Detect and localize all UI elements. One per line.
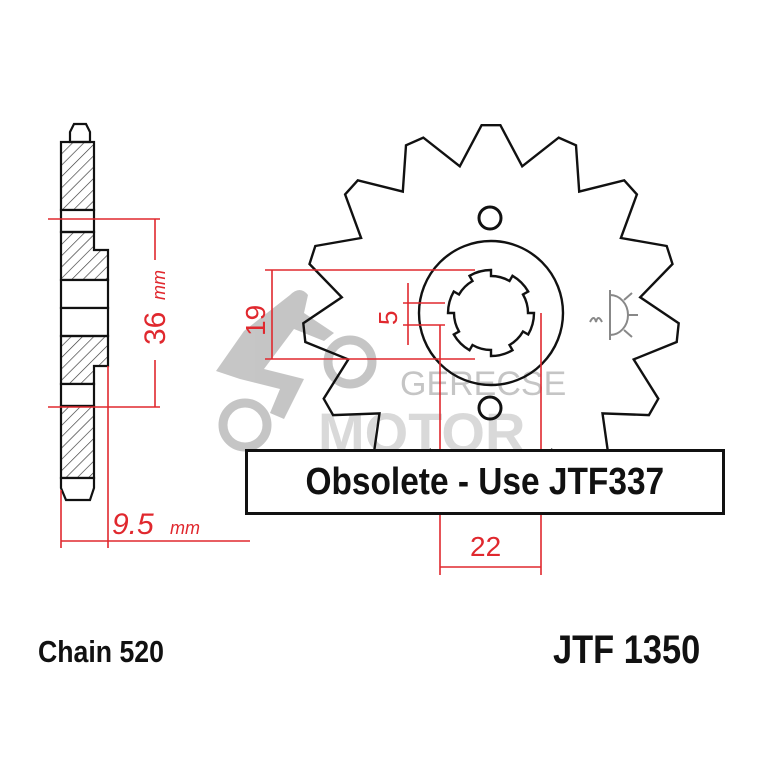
svg-text:19: 19 xyxy=(240,305,271,336)
svg-text:9.5: 9.5 xyxy=(112,508,154,541)
svg-text:5: 5 xyxy=(373,311,403,325)
bolt-hole-bottom xyxy=(477,395,503,421)
side-dimension-lines xyxy=(48,218,250,548)
sprocket-side-profile xyxy=(59,122,110,502)
side-mark-icon xyxy=(589,290,638,340)
spline-bore xyxy=(446,268,536,358)
obsolete-notice: Obsolete - Use JTF337 xyxy=(245,449,725,515)
part-number: JTF 1350 xyxy=(553,628,701,672)
svg-text:22: 22 xyxy=(470,531,501,562)
obsolete-notice-text: Obsolete - Use JTF337 xyxy=(305,460,665,503)
svg-text:mm: mm xyxy=(149,270,169,300)
svg-text:36: 36 xyxy=(139,312,172,345)
chain-label: Chain 520 xyxy=(38,634,164,669)
svg-text:mm: mm xyxy=(170,518,200,538)
bolt-hole-top xyxy=(477,205,503,231)
hub-circle xyxy=(417,239,565,387)
